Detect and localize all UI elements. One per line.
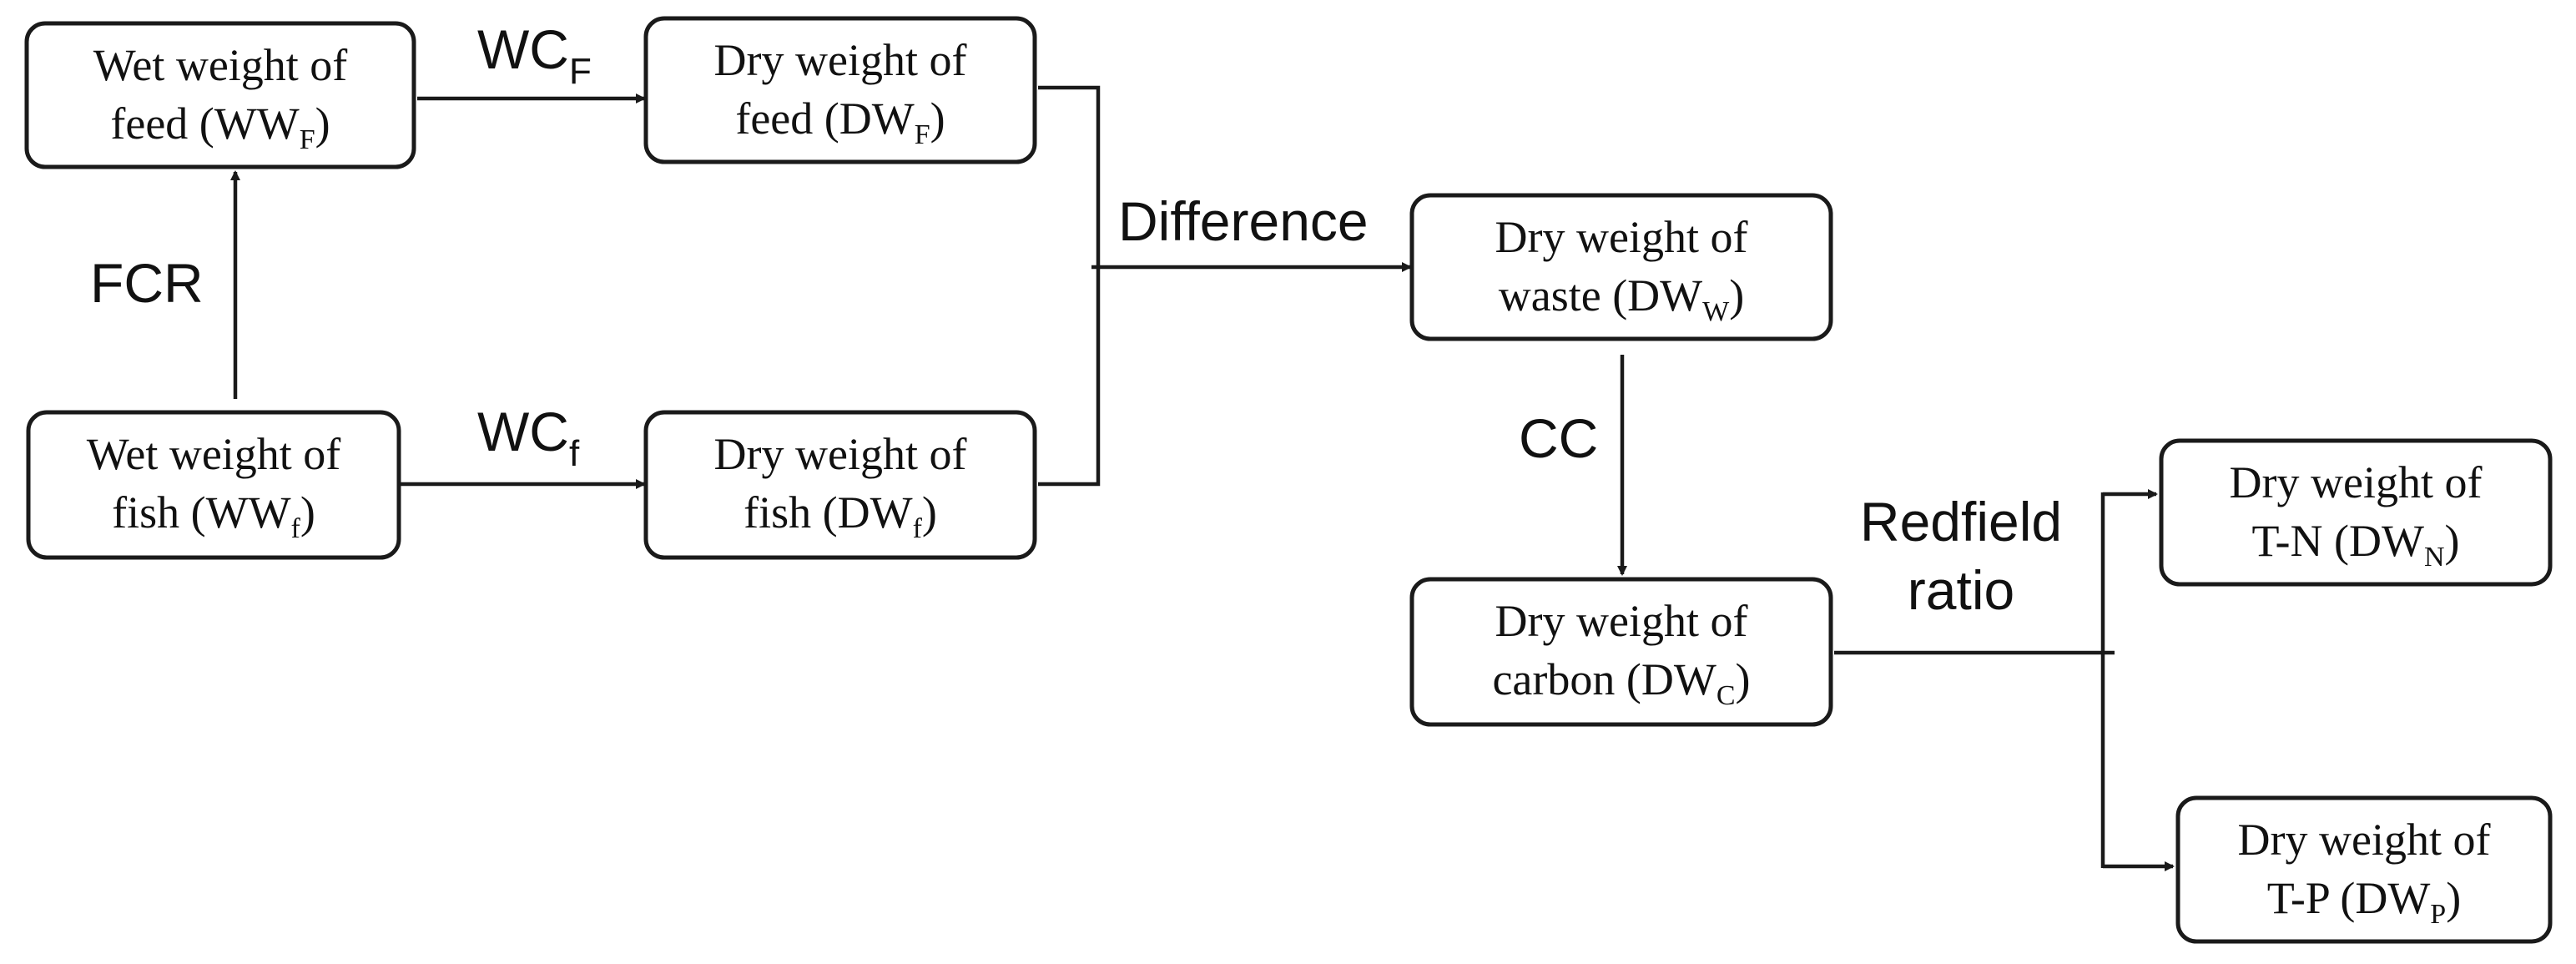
node-wet-weight-feed-line1: Wet weight of <box>93 40 348 90</box>
node-dry-weight-tp: Dry weight of T-P (DWP) <box>2175 795 2553 944</box>
node-dry-weight-tn-line2: T-N (DWN) <box>2251 516 2459 573</box>
node-wet-weight-fish-line1: Wet weight of <box>87 429 341 479</box>
label-difference: Difference <box>1118 190 1369 252</box>
node-dry-weight-feed: Dry weight of feed (DWF) <box>643 16 1037 164</box>
node-dry-weight-carbon: Dry weight of carbon (DWC) <box>1409 577 1833 727</box>
label-redfield-line1: Redfield <box>1860 491 2062 553</box>
node-dry-weight-carbon-line1: Dry weight of <box>1495 596 1748 646</box>
node-dry-weight-feed-line2: feed (DWF) <box>735 93 945 150</box>
node-dry-weight-waste-line1: Dry weight of <box>1495 212 1748 262</box>
label-wc-fish: WCf <box>477 401 580 474</box>
node-dry-weight-tp-line2: T-P (DWP) <box>2267 873 2461 930</box>
node-dry-weight-fish-line2: fish (DWf) <box>744 487 937 544</box>
node-dry-weight-tn-line1: Dry weight of <box>2230 457 2483 507</box>
label-wc-feed: WCF <box>477 18 592 92</box>
bracket-dwfeed <box>1038 85 1101 267</box>
bracket-dwfish <box>1038 267 1101 487</box>
node-dry-weight-fish: Dry weight of fish (DWf) <box>643 410 1037 560</box>
label-fcr: FCR <box>90 252 204 314</box>
node-dry-weight-fish-line1: Dry weight of <box>714 429 967 479</box>
node-wet-weight-feed: Wet weight of feed (WWF) <box>24 21 416 169</box>
node-dry-weight-feed-line1: Dry weight of <box>714 35 967 85</box>
node-dry-weight-waste-line2: waste (DWW) <box>1499 270 1744 327</box>
node-wet-weight-fish: Wet weight of fish (WWf) <box>26 410 401 560</box>
node-dry-weight-waste: Dry weight of waste (DWW) <box>1409 193 1833 341</box>
node-dry-weight-tn: Dry weight of T-N (DWN) <box>2159 438 2553 587</box>
node-wet-weight-fish-line2: fish (WWf) <box>112 487 315 544</box>
node-dry-weight-carbon-line2: carbon (DWC) <box>1492 654 1750 711</box>
label-redfield-line2: ratio <box>1908 559 2014 621</box>
node-dry-weight-tp-line1: Dry weight of <box>2238 815 2491 865</box>
label-cc: CC <box>1519 407 1598 469</box>
node-wet-weight-feed-line2: feed (WWF) <box>110 98 330 155</box>
connectors <box>230 85 2175 871</box>
edge-labels: WCF WCf FCR Difference CC Redfield ratio <box>90 18 2062 621</box>
